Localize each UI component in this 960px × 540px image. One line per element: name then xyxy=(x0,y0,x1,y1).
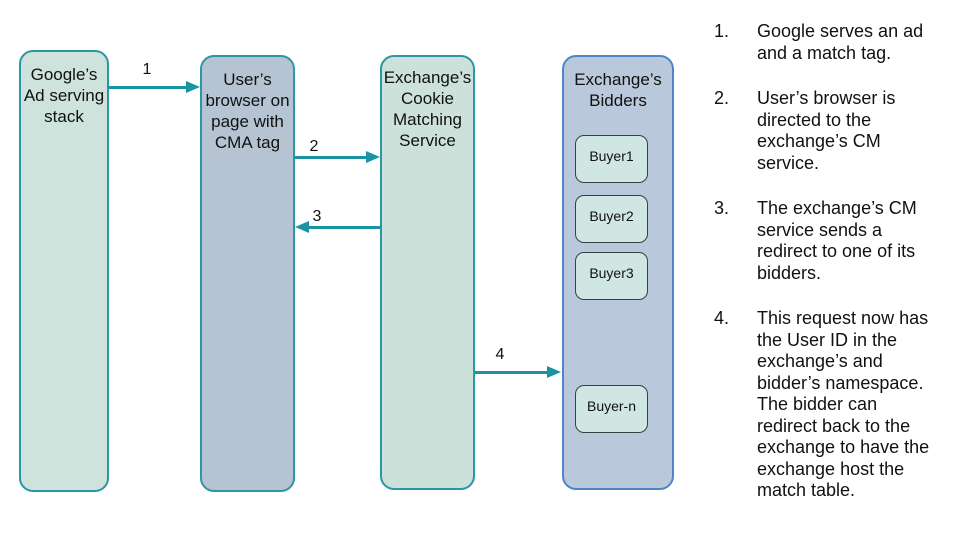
step-text: Google serves an ad and a match tag. xyxy=(757,21,924,63)
buyer3-box: Buyer3 xyxy=(575,252,648,300)
buyer-n-box: Buyer-n xyxy=(575,385,648,433)
step-number: 3. xyxy=(714,198,730,218)
exchange-bidders-label: Exchange’s Bidders xyxy=(574,70,662,110)
arrow-head-left-icon xyxy=(295,221,309,233)
exchange-bidders-box: Exchange’s Bidders Buyer1 Buyer2 Buyer3 … xyxy=(562,55,674,490)
arrow-1-label: 1 xyxy=(142,61,152,78)
step-text: User’s browser is directed to the exchan… xyxy=(757,88,896,173)
step-item-3: 3. The exchange’s CM service sends a red… xyxy=(714,198,952,284)
step-number: 1. xyxy=(714,21,730,41)
arrow-4-label: 4 xyxy=(495,346,505,363)
cookie-matching-service-label: Exchange’s Cookie Matching Service xyxy=(383,68,472,150)
buyer2-box: Buyer2 xyxy=(575,195,648,243)
arrow-head-right-icon xyxy=(186,81,200,93)
steps-list: 1. Google serves an ad and a match tag. … xyxy=(714,21,952,526)
user-browser-label: User’s browser on page with CMA tag xyxy=(205,70,290,152)
google-ad-serving-stack-box: Google’s Ad serving stack xyxy=(19,50,109,492)
step-number: 2. xyxy=(714,88,730,108)
step-number: 4. xyxy=(714,308,730,328)
arrow-1-line xyxy=(109,86,188,89)
arrow-4-line xyxy=(475,371,549,374)
arrow-3-label: 3 xyxy=(312,208,322,225)
buyer1-box: Buyer1 xyxy=(575,135,648,183)
step-item-4: 4. This request now has the User ID in t… xyxy=(714,308,952,502)
step-item-1: 1. Google serves an ad and a match tag. xyxy=(714,21,952,64)
arrow-3-line xyxy=(309,226,380,229)
arrow-head-right-icon xyxy=(366,151,380,163)
step-text: The exchange’s CM service sends a redire… xyxy=(757,198,917,283)
google-ad-serving-stack-label: Google’s Ad serving stack xyxy=(23,65,105,126)
user-browser-box: User’s browser on page with CMA tag xyxy=(200,55,295,492)
step-item-2: 2. User’s browser is directed to the exc… xyxy=(714,88,952,174)
cookie-matching-service-box: Exchange’s Cookie Matching Service xyxy=(380,55,475,490)
arrow-2-line xyxy=(295,156,368,159)
step-text: This request now has the User ID in the … xyxy=(757,308,930,500)
arrow-head-right-icon xyxy=(547,366,561,378)
arrow-2-label: 2 xyxy=(309,138,319,155)
